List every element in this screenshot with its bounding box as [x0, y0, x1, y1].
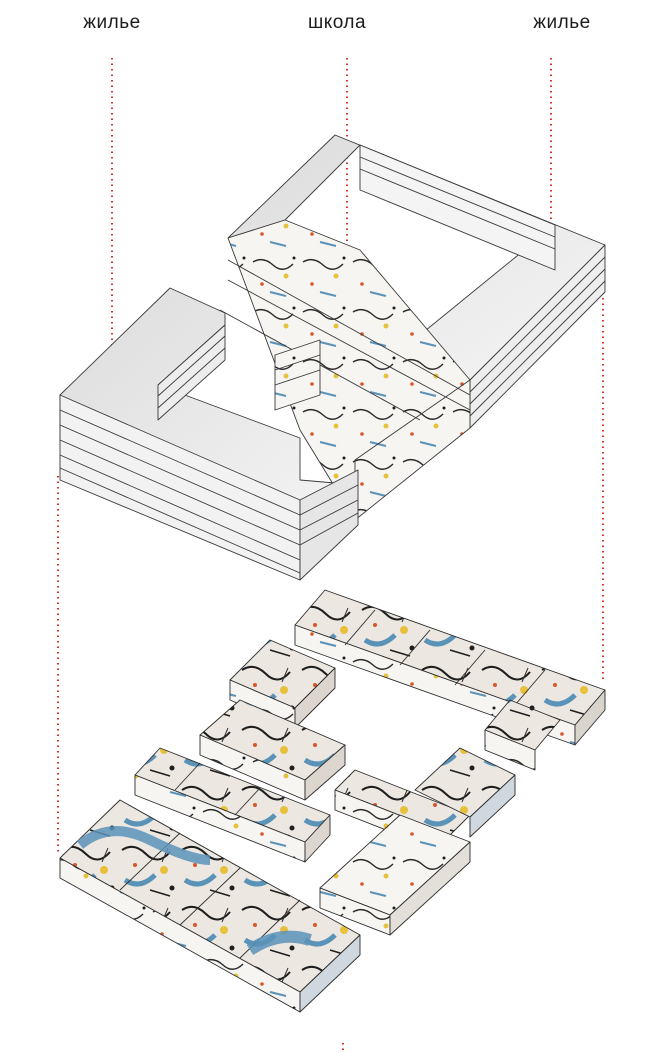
label-housing-right: жилье	[533, 12, 591, 33]
housing-wing-right	[227, 134, 606, 429]
module-front-right	[319, 814, 471, 936]
module-center-bar	[199, 699, 346, 801]
label-housing-left: жилье	[83, 12, 141, 33]
module-left-cluster	[134, 747, 331, 863]
leader-lines	[57, 58, 604, 1053]
module-wing-back	[294, 589, 606, 771]
school-upper	[219, 219, 471, 521]
module-small-top	[229, 639, 336, 729]
upper-block	[59, 134, 606, 581]
housing-wing-left	[59, 287, 359, 581]
module-wing-front	[59, 799, 361, 1013]
label-school: школа	[307, 12, 367, 33]
lower-block	[59, 589, 606, 1013]
